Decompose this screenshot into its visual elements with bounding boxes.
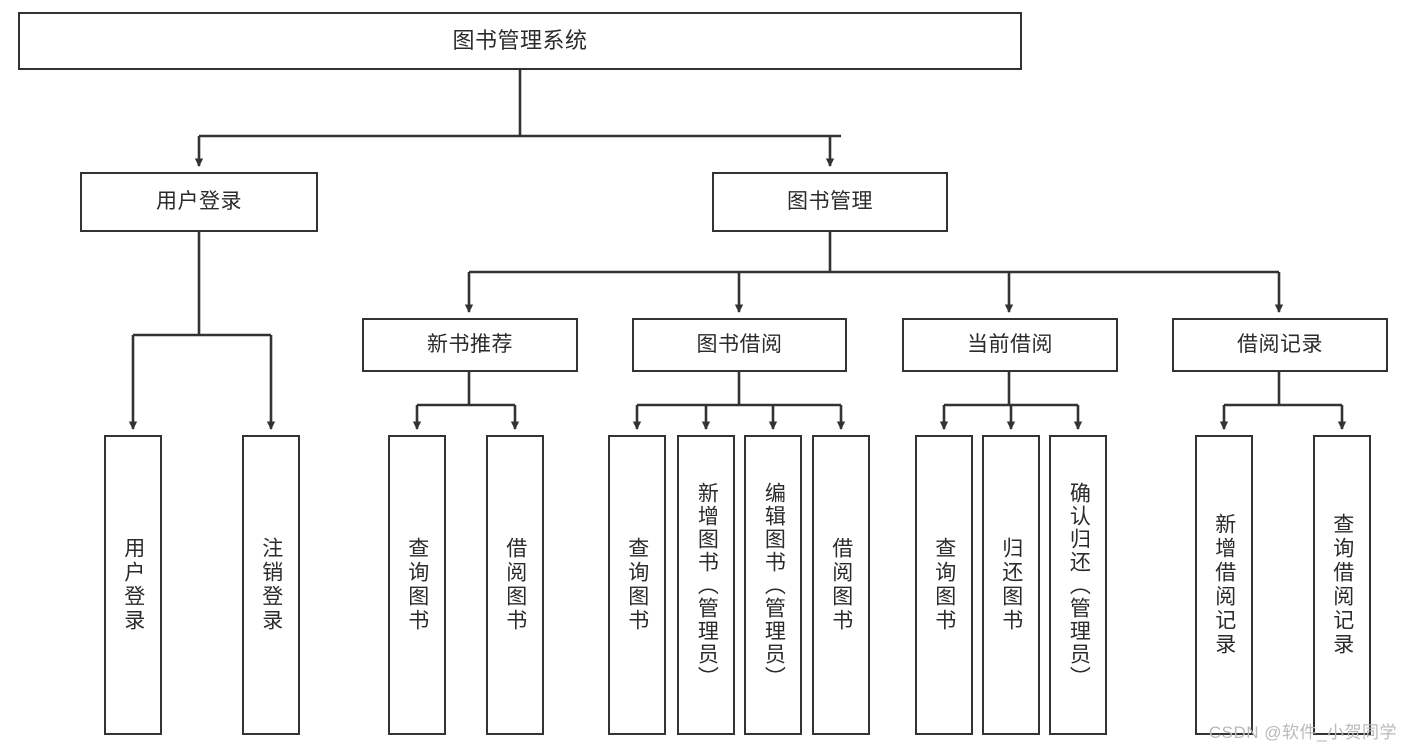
node-label: 图书管理 xyxy=(787,189,873,213)
node-label: 图书管理系统 xyxy=(452,28,588,54)
node-book-management[interactable]: 图书管理 xyxy=(712,172,948,232)
node-label: 用户登录 xyxy=(156,189,242,213)
node-label: 借阅图书 xyxy=(829,537,853,633)
node-leaf-borrow-book-recommend[interactable]: 借阅图书 xyxy=(486,435,544,735)
node-leaf-query-borrow-record[interactable]: 查询借阅记录 xyxy=(1313,435,1371,735)
node-label: 确认归还（管理员） xyxy=(1067,481,1091,689)
node-label: 归还图书 xyxy=(999,537,1023,633)
node-leaf-logout[interactable]: 注销登录 xyxy=(242,435,300,735)
node-label: 新增图书（管理员） xyxy=(695,481,719,689)
node-leaf-query-book-borrow[interactable]: 查询图书 xyxy=(608,435,666,735)
node-label: 当前借阅 xyxy=(967,332,1053,356)
csdn-watermark: CSDN @软件_小贺同学 xyxy=(1208,723,1397,742)
node-label: 查询图书 xyxy=(932,537,956,633)
node-label: 注销登录 xyxy=(259,537,283,633)
node-leaf-borrow-book[interactable]: 借阅图书 xyxy=(812,435,870,735)
node-leaf-user-login[interactable]: 用户登录 xyxy=(104,435,162,735)
node-leaf-add-book-admin[interactable]: 新增图书（管理员） xyxy=(677,435,735,735)
node-book-borrow[interactable]: 图书借阅 xyxy=(632,318,847,372)
node-label: 新书推荐 xyxy=(427,332,513,356)
node-label: 查询借阅记录 xyxy=(1330,513,1354,657)
node-user-login[interactable]: 用户登录 xyxy=(80,172,318,232)
node-label: 图书借阅 xyxy=(696,332,783,356)
node-leaf-add-borrow-record[interactable]: 新增借阅记录 xyxy=(1195,435,1253,735)
node-leaf-query-book-recommend[interactable]: 查询图书 xyxy=(388,435,446,735)
node-leaf-edit-book-admin[interactable]: 编辑图书（管理员） xyxy=(744,435,802,735)
node-new-book-recommend[interactable]: 新书推荐 xyxy=(362,318,578,372)
node-leaf-query-book-current[interactable]: 查询图书 xyxy=(915,435,973,735)
node-borrow-record[interactable]: 借阅记录 xyxy=(1172,318,1388,372)
node-label: 用户登录 xyxy=(121,537,145,633)
node-label: 查询图书 xyxy=(405,537,429,633)
node-label: 借阅图书 xyxy=(503,537,527,633)
node-current-borrow[interactable]: 当前借阅 xyxy=(902,318,1118,372)
node-root-system[interactable]: 图书管理系统 xyxy=(18,12,1022,70)
node-label: 编辑图书（管理员） xyxy=(762,481,786,689)
node-label: 查询图书 xyxy=(625,537,649,633)
node-leaf-confirm-return-admin[interactable]: 确认归还（管理员） xyxy=(1049,435,1107,735)
node-label: 新增借阅记录 xyxy=(1212,513,1236,657)
node-label: 借阅记录 xyxy=(1237,332,1323,356)
node-leaf-return-book[interactable]: 归还图书 xyxy=(982,435,1040,735)
